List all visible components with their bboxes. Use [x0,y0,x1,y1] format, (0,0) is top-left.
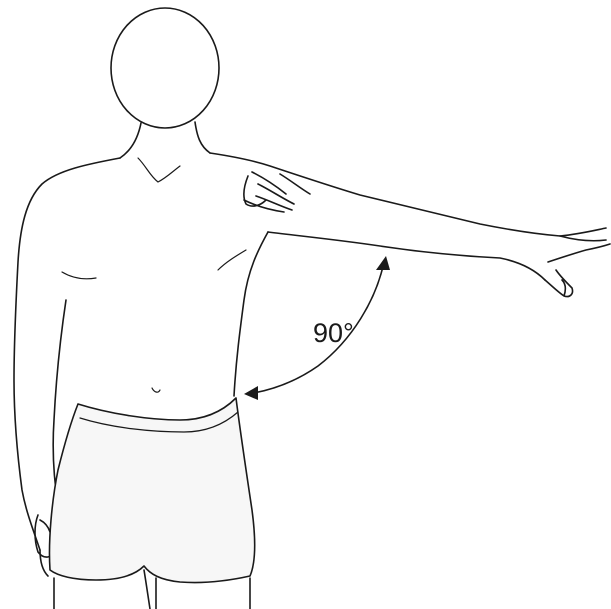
right-arm-lower [268,232,545,280]
right-torso-side [234,232,268,396]
angle-label: 90° [313,318,354,348]
right-shoulder-top [210,153,606,236]
navel [152,388,160,392]
chest-right [218,250,246,270]
examiner-hand [244,172,310,212]
angle-arrowhead-bottom [244,386,258,400]
head [111,8,219,128]
angle-arrowhead-top [376,256,390,270]
chest-left [62,272,96,279]
shorts [49,398,254,583]
collarbone [138,158,180,182]
right-hand [545,236,610,297]
